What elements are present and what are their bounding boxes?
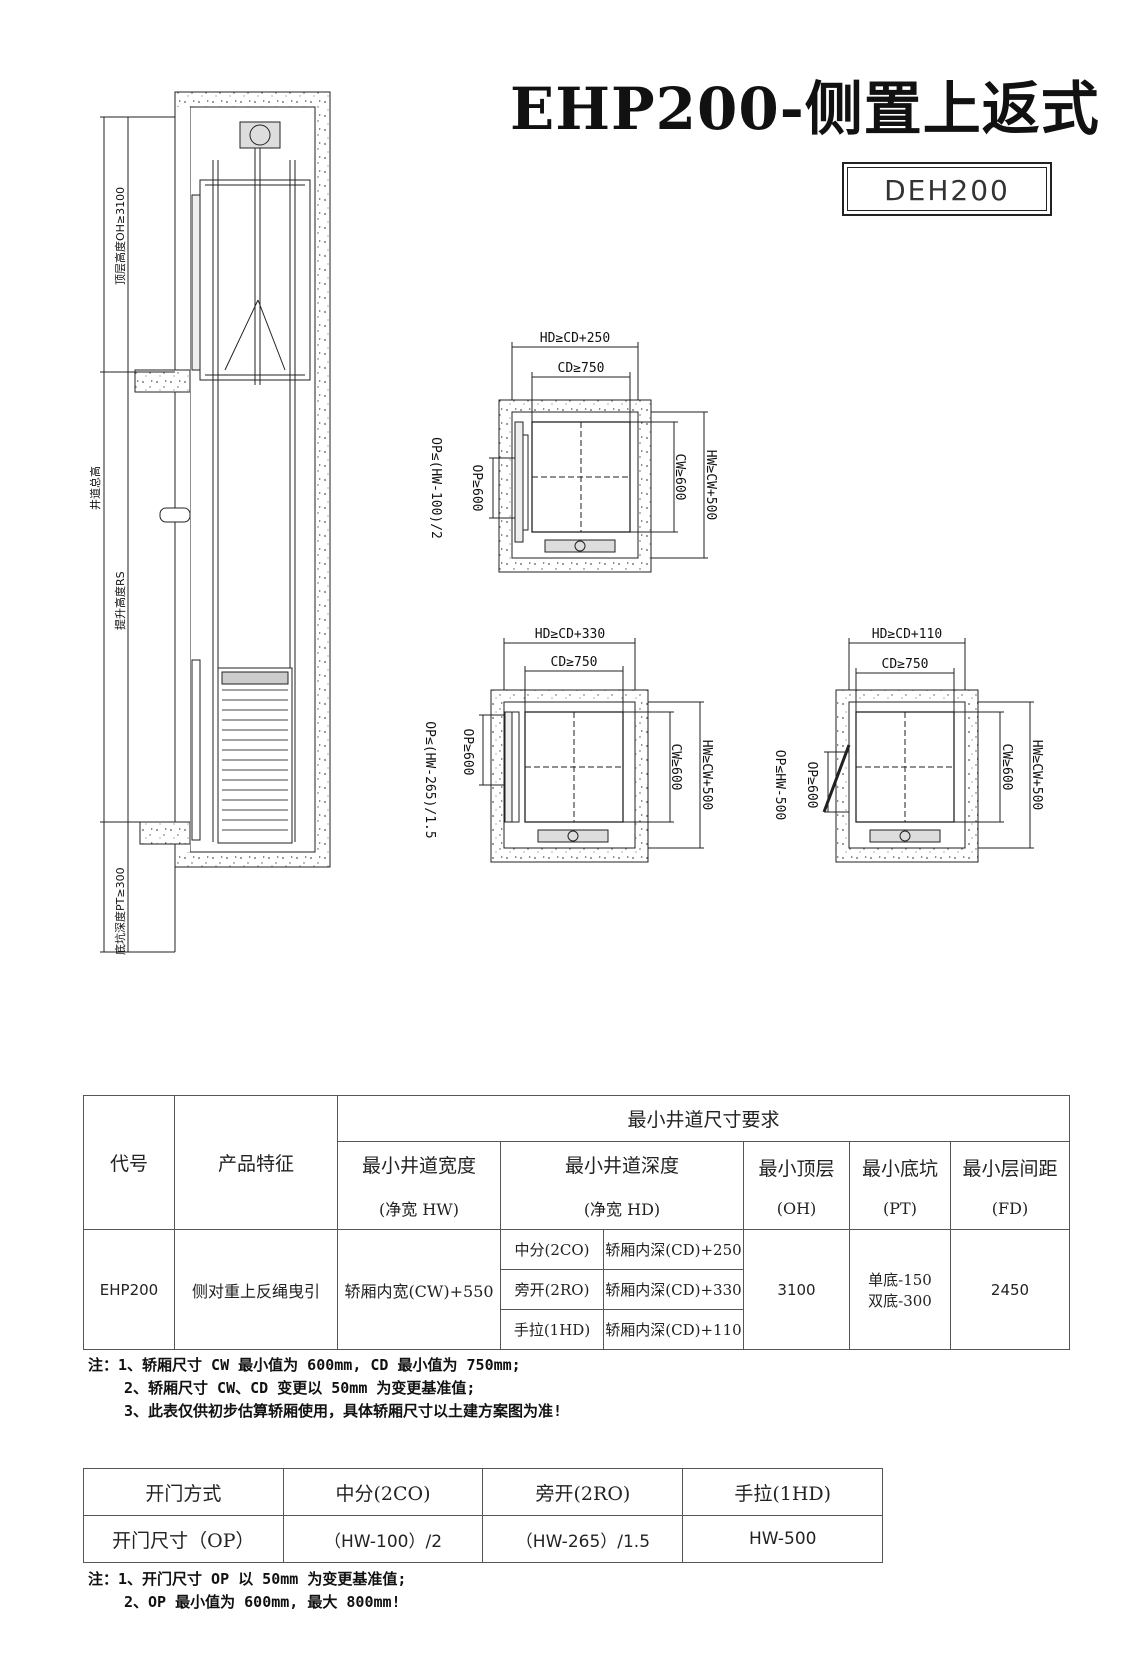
plan2-cw: CW≥600	[668, 744, 683, 791]
header-hw-title: 最小井道宽度	[361, 1155, 476, 1177]
cell-pt-value-1: 单底-150	[868, 1270, 932, 1289]
shaft-spec-table: 代号 产品特征 最小井道尺寸要求 最小井道宽度 (净宽 HW) 最小井道深度 (…	[83, 1095, 1070, 1350]
plan3-cw: CW≥600	[999, 744, 1014, 791]
model-code-box: DEH200	[842, 162, 1052, 216]
header-fd: 最小层间距 (FD)	[950, 1141, 1070, 1230]
note-1-line-2: 2、轿厢尺寸 CW、CD 变更以 50mm 为变更基准值;	[124, 1379, 476, 1397]
car-lower	[217, 667, 293, 844]
op-value-2co: （HW-100）/2	[282, 1515, 484, 1563]
plan3-cd: CD≥750	[882, 657, 929, 672]
plan3-op-formula: OP≤HW-500	[772, 750, 787, 820]
rs-label: 提升高度RS	[113, 571, 127, 630]
cell-hd-value-3: 轿厢内深(CD)+110	[603, 1309, 744, 1350]
plan3-op: OP≥600	[804, 762, 819, 809]
header-hd: 最小井道深度 (净宽 HD)	[500, 1141, 744, 1230]
plan1-op-formula: OP≤(HW-100)/2	[428, 437, 443, 539]
op-header-1hd: 手拉(1HD)	[682, 1468, 883, 1516]
cell-hd-value-1: 轿厢内深(CD)+250	[603, 1229, 744, 1270]
cell-code: EHP200	[83, 1229, 175, 1350]
plan-manual-door	[822, 638, 1034, 863]
plan1-hw: HW≥CW+500	[703, 450, 718, 520]
header-feature: 产品特征	[174, 1095, 338, 1230]
header-group: 最小井道尺寸要求	[337, 1095, 1070, 1142]
header-fd-sub: (FD)	[991, 1198, 1029, 1218]
note-1-line-3: 3、此表仅供初步估算轿厢使用，具体轿厢尺寸以土建方案图为准!	[124, 1402, 563, 1420]
shaft-total-height-label: 井道总高	[88, 466, 102, 510]
note-2-line-1: 注：1、开门尺寸 OP 以 50mm 为变更基准值;	[88, 1570, 407, 1588]
cell-pt-value: 单底-150 双底-300	[849, 1229, 951, 1350]
header-hw-sub: (净宽 HW)	[379, 1200, 459, 1219]
oh-label: 顶层高度OH≥3100	[113, 187, 127, 285]
op-value-1hd: HW-500	[682, 1515, 883, 1563]
plan1-op: OP≥600	[469, 465, 484, 512]
note-1-line-1: 注：1、轿厢尺寸 CW 最小值为 600mm, CD 最小值为 750mm;	[88, 1356, 521, 1374]
header-hd-title: 最小井道深度	[564, 1155, 679, 1177]
plan-center-opening	[489, 342, 708, 573]
cell-pt-value-2: 双底-300	[868, 1291, 932, 1310]
cell-hd-type-2: 旁开(2RO)	[500, 1269, 604, 1310]
op-row-label: 开门尺寸（OP）	[83, 1515, 284, 1563]
header-oh-sub: (OH)	[776, 1198, 817, 1218]
header-hd-sub: (净宽 HD)	[583, 1200, 661, 1219]
plan2-cd: CD≥750	[551, 655, 598, 670]
op-header-2ro: 旁开(2RO)	[482, 1468, 684, 1516]
cell-oh-value: 3100	[743, 1229, 850, 1350]
header-pt-title: 最小底坑	[861, 1157, 938, 1180]
plan3-hd: HD≥CD+110	[872, 627, 942, 642]
plan1-cw: CW≥600	[672, 454, 687, 501]
cell-fd-value: 2450	[950, 1229, 1070, 1350]
door-opening-table: 开门方式 中分(2CO) 旁开(2RO) 手拉(1HD) 开门尺寸（OP） （H…	[83, 1468, 883, 1563]
note-2-line-2: 2、OP 最小值为 600mm, 最大 800mm!	[124, 1593, 401, 1611]
page-title: EHP200-侧置上返式	[510, 75, 1100, 143]
plan2-hd: HD≥CD+330	[535, 627, 605, 642]
header-oh: 最小顶层 (OH)	[743, 1141, 850, 1230]
plan2-op-formula: OP≤(HW-265)/1.5	[422, 721, 437, 838]
header-pt-sub: (PT)	[883, 1198, 917, 1218]
op-value-2ro: （HW-265）/1.5	[482, 1515, 684, 1563]
cell-hw-value: 轿厢内宽(CW)+550	[337, 1229, 501, 1350]
elevation-drawing	[100, 91, 331, 953]
floor-slab-upper	[134, 369, 191, 393]
pt-label: 底坑深度PT≥300	[113, 867, 127, 955]
op-header-2co: 中分(2CO)	[282, 1468, 484, 1516]
header-hw: 最小井道宽度 (净宽 HW)	[337, 1141, 501, 1230]
header-fd-title: 最小层间距	[962, 1157, 1058, 1180]
op-header-label: 开门方式	[83, 1468, 284, 1516]
technical-drawings: 顶层高度OH≥3100 井道总高 提升高度RS 底坑深度PT≥300 HD≥CD…	[88, 91, 1044, 955]
plan2-op: OP≥600	[460, 729, 475, 776]
plan1-hd: HD≥CD+250	[540, 331, 610, 346]
plan1-cd: CD≥750	[558, 361, 605, 376]
cell-feature: 侧对重上反绳曳引	[174, 1229, 338, 1350]
header-code: 代号	[83, 1095, 175, 1230]
plan-side-opening	[479, 638, 704, 863]
cell-hd-type-3: 手拉(1HD)	[500, 1309, 604, 1350]
plan2-hw: HW≥CW+500	[699, 740, 714, 810]
floor-slab-lower	[139, 821, 191, 845]
traction-machine	[239, 121, 281, 149]
header-oh-title: 最小顶层	[758, 1157, 835, 1180]
cell-hd-type-1: 中分(2CO)	[500, 1229, 604, 1270]
cell-hd-value-2: 轿厢内深(CD)+330	[603, 1269, 744, 1310]
header-pt: 最小底坑 (PT)	[849, 1141, 951, 1230]
plan3-hw: HW≥CW+500	[1029, 740, 1044, 810]
